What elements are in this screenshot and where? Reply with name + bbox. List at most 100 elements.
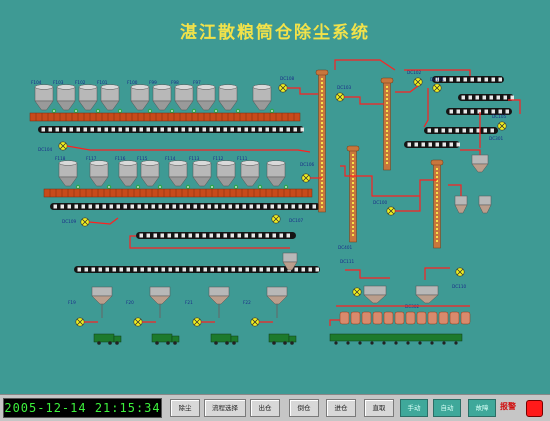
fan-label: DC111 [340, 259, 354, 264]
dust-pipe [424, 267, 450, 280]
fan-label: DC107 [289, 218, 303, 223]
conveyor-upper [38, 126, 304, 133]
conveyor-lower [50, 203, 320, 210]
hopper-label: F20 [126, 300, 134, 305]
dust-pipe [334, 59, 396, 71]
conveyor-middle [136, 232, 296, 239]
silo-label: F98 [171, 80, 179, 85]
silo-upper [218, 84, 241, 114]
alarm-lamp-icon[interactable] [526, 400, 543, 417]
wagon-wheel [430, 341, 434, 345]
silo-upper [174, 84, 197, 114]
clock-display: 2005-12-14 21:15:34 [3, 398, 162, 418]
silo-upper [56, 84, 79, 114]
dust-collector [454, 195, 468, 214]
silo-upper [130, 84, 153, 114]
silo-upper [196, 84, 219, 114]
storage-bin [460, 311, 471, 325]
silo-label: F117 [86, 156, 97, 161]
out-silo-button[interactable]: 出仓 [250, 399, 280, 417]
fan-icon [58, 141, 68, 151]
fan-icon [497, 121, 507, 131]
silo-lower [240, 160, 263, 190]
dust-pipe [340, 165, 420, 197]
silo-label: F111 [237, 156, 248, 161]
rail-wagons [329, 333, 463, 342]
silo-label: F113 [189, 156, 200, 161]
brick-wall-lower [43, 188, 313, 198]
equipment-label: DC301 [489, 136, 503, 141]
silo-upper [100, 84, 123, 114]
silo-label: F103 [53, 80, 64, 85]
truck-icon [210, 333, 239, 345]
wagon-wheel [442, 341, 446, 345]
bucket-elevator [315, 69, 329, 213]
wagon-wheel [418, 341, 422, 345]
truck-icon [268, 333, 297, 345]
hopper-small [282, 252, 298, 271]
fan-label: DC108 [280, 76, 294, 81]
flow-select-button[interactable]: 流程选择 [204, 399, 246, 417]
dust-collector [471, 154, 489, 173]
fan-icon [335, 92, 345, 102]
loading-hopper [266, 286, 288, 305]
fan-label: DC101 [430, 77, 444, 82]
fan-icon [75, 317, 85, 327]
silo-lower [89, 160, 112, 190]
truck-icon [151, 333, 180, 345]
wagon-wheel [454, 341, 458, 345]
silo-upper [78, 84, 101, 114]
direct-take-button[interactable]: 直取 [364, 399, 394, 417]
fan-icon [133, 317, 143, 327]
silo-upper [34, 84, 57, 114]
dust-pipe [88, 217, 119, 225]
dust-removal-button[interactable]: 除尘 [170, 399, 200, 417]
dust-pipe [129, 235, 290, 249]
dust-pipe [423, 88, 429, 128]
fault-mode-button[interactable]: 故障 [468, 399, 496, 417]
truck-icon [93, 333, 122, 345]
alarm-label: 报警 [500, 402, 516, 411]
storage-bin [350, 311, 361, 325]
dust-pipe [448, 184, 462, 196]
fan-label: DC102 [407, 70, 421, 75]
silo-label: F99 [149, 80, 157, 85]
brick-wall-upper [29, 112, 301, 122]
fan-label: DC105 [492, 114, 506, 119]
auto-mode-button[interactable]: 自动 [433, 399, 461, 417]
storage-bin [416, 311, 427, 325]
fan-icon [413, 77, 423, 87]
equipment-label: DC401 [338, 245, 352, 250]
dust-pipe [404, 69, 471, 76]
silo-lower [58, 160, 81, 190]
fan-label: DC109 [62, 219, 76, 224]
wagon-wheel [370, 341, 374, 345]
bucket-elevator [346, 145, 360, 243]
silo-label: F97 [193, 80, 201, 85]
dust-pipe [508, 99, 521, 114]
hopper-label: F21 [185, 300, 193, 305]
screw-conveyor [404, 141, 460, 148]
into-silo-button[interactable]: 进仓 [326, 399, 356, 417]
loading-hopper [91, 286, 113, 305]
hopper-label: F22 [243, 300, 251, 305]
wagon-wheel [382, 341, 386, 345]
transfer-silo-button[interactable]: 倒仓 [289, 399, 319, 417]
silo-label: F118 [55, 156, 66, 161]
silo-label: F114 [165, 156, 176, 161]
fan-icon [455, 267, 465, 277]
silo-label: F102 [75, 80, 86, 85]
manual-mode-button[interactable]: 手动 [400, 399, 428, 417]
wagon-wheel [394, 341, 398, 345]
dust-pipe [329, 319, 340, 326]
storage-bin [405, 311, 416, 325]
storage-bin [361, 311, 372, 325]
storage-bin [449, 311, 460, 325]
silo-label: F101 [97, 80, 108, 85]
storage-bin [339, 311, 350, 325]
storage-bin [438, 311, 449, 325]
silo-label: F100 [127, 80, 138, 85]
wagon-wheel [406, 341, 410, 345]
dust-pipe [344, 96, 384, 105]
